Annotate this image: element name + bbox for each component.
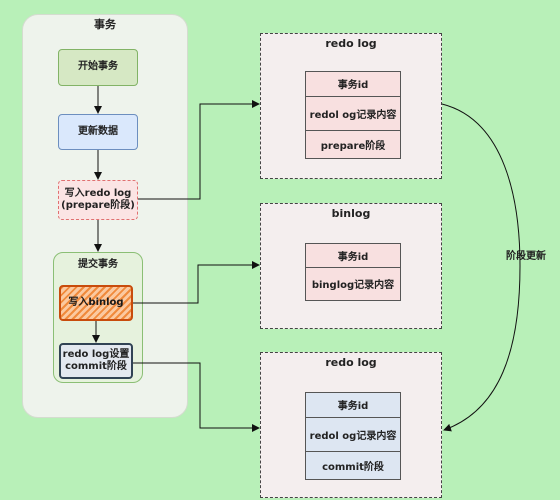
arrow-phase-update: [441, 103, 521, 432]
redo-log-bottom-table: 事务id redol og记录内容 commit阶段: [305, 392, 401, 480]
arrow-redo-to-redo-log-top: [138, 100, 260, 200]
binlog-title: binlog: [331, 207, 371, 220]
table-row: prepare阶段: [306, 130, 400, 158]
redo-log-top-table: 事务id redol og记录内容 prepare阶段: [305, 71, 401, 159]
redo-log-top-title: redo log: [325, 37, 377, 50]
start-transaction-node[interactable]: 开始事务: [58, 49, 138, 86]
table-row: redol og记录内容: [306, 95, 400, 130]
table-row: redol og记录内容: [306, 416, 400, 451]
table-row: 事务id: [337, 251, 369, 263]
write-redo-log-node[interactable]: 写入redo log (prepare阶段): [58, 180, 138, 220]
commit-transaction-title: 提交事务: [78, 259, 118, 270]
binlog-table: 事务id binglog记录内容: [305, 243, 401, 301]
binlog-box: [260, 203, 442, 329]
phase-update-label: 阶段更新: [506, 251, 546, 262]
arrow-binlog-to-binlog-box: [133, 261, 260, 304]
redo-log-bottom-title: redo log: [325, 356, 377, 369]
update-data-node[interactable]: 更新数据: [58, 114, 138, 150]
transaction-title: 事务: [94, 18, 116, 31]
table-row: 事务id: [337, 401, 369, 413]
arrow-commit-to-redo-log-bottom: [133, 362, 260, 432]
table-row: 事务id: [337, 80, 369, 92]
table-row: commit阶段: [306, 451, 400, 479]
table-row: binglog记录内容: [306, 266, 400, 300]
write-binlog-node[interactable]: 写入binlog: [59, 285, 133, 321]
redo-commit-node[interactable]: redo log设置 commit阶段: [59, 343, 133, 379]
